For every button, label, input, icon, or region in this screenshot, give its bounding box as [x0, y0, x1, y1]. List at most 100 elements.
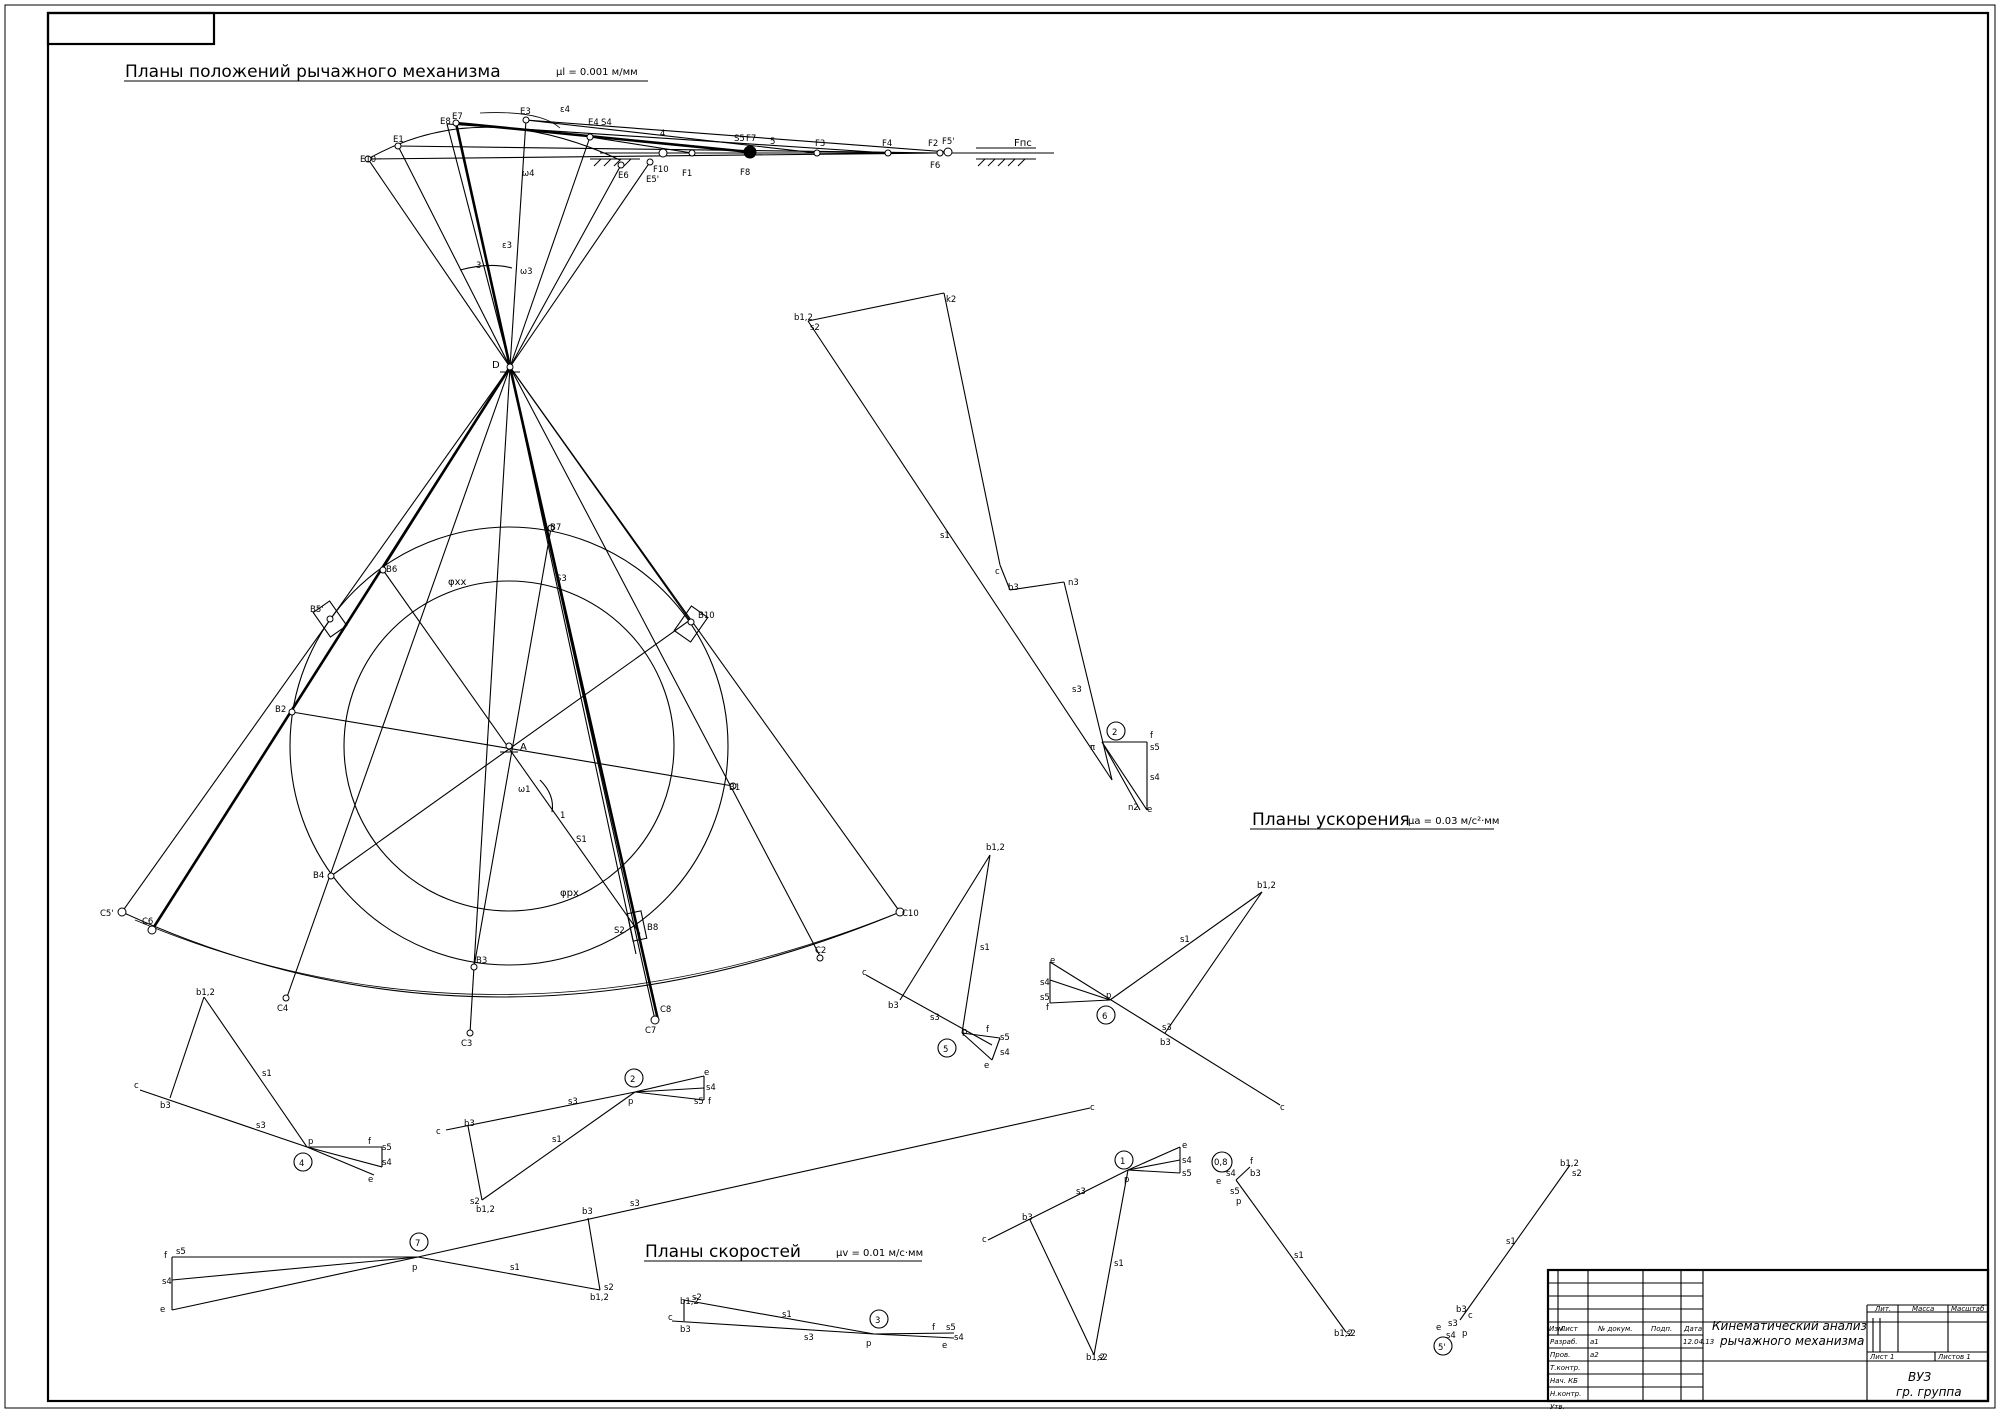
velocities-title-text: Планы скоростей [645, 1242, 801, 1262]
v4-e: e [368, 1175, 373, 1185]
v3-s5: s5 [946, 1323, 956, 1333]
label-F5: F5' [942, 137, 955, 147]
velocities-title: Планы скоростей μv = 0.01 м/с·мм [644, 1242, 923, 1262]
acc5-c: c [862, 968, 867, 978]
acc2-pi: π [1090, 743, 1095, 753]
acc6-b12: b1,2 [1257, 881, 1276, 891]
v1-b12: b1,2 [1086, 1353, 1105, 1363]
acceleration-plan-2: b1,2 s2 k2 s1 c b3 n3 s3 π f s5 s4 n2 e … [794, 292, 1160, 815]
velocities-scale: μv = 0.01 м/с·мм [836, 1248, 923, 1259]
v5p-p: p [1462, 1329, 1467, 1339]
v3-s1: s1 [782, 1310, 792, 1320]
tb-role-5: Утв. [1550, 1403, 1565, 1411]
acc2-s1: s1 [940, 531, 950, 541]
v5p-s2: s2 [1572, 1169, 1582, 1179]
label-F3: F3 [815, 139, 825, 149]
label-B2: B2 [275, 705, 286, 715]
v7-c: c [1090, 1103, 1095, 1113]
acc6-s5: s5 [1040, 993, 1050, 1003]
label-phi-px: φpx [560, 888, 579, 899]
acc2-f: f [1150, 731, 1154, 741]
label-phi-xx: φxx [448, 577, 467, 588]
v08-b: b3 [1250, 1169, 1261, 1179]
v3-e: e [942, 1341, 947, 1351]
v2-p: p [628, 1097, 633, 1107]
label-S2: S2 [614, 926, 625, 936]
v4-s4: s4 [382, 1158, 392, 1168]
label-F7: F7 [746, 134, 756, 144]
tb-main-title-2: рычажного механизма [1719, 1334, 1864, 1348]
v2-c: c [436, 1127, 441, 1137]
tb-lit: Лит. [1874, 1305, 1891, 1313]
label-D: D [492, 360, 500, 371]
acc2-k: k2 [946, 295, 956, 305]
v2-s4: s4 [706, 1083, 716, 1093]
acc6-f: f [1046, 1003, 1050, 1013]
acc5-num: 5 [943, 1045, 948, 1055]
v7-s3: s3 [630, 1199, 640, 1209]
v08-e: e [1216, 1177, 1221, 1187]
label-F8: F8 [740, 168, 750, 178]
v5p-e: e [1436, 1323, 1441, 1333]
label-E4: E4 [588, 118, 599, 128]
label-C10: C10 [902, 909, 919, 919]
acc6-s3: s3 [1162, 1023, 1172, 1033]
v2-num: 2 [630, 1075, 635, 1085]
tb-mass: Масса [1912, 1305, 1934, 1313]
tb-date: Дата [1683, 1325, 1702, 1333]
v2-s1: s1 [552, 1135, 562, 1145]
tb-group: гр. группа [1896, 1385, 1962, 1399]
accelerations-scale: μa = 0.03 м/с²·мм [1408, 816, 1499, 827]
label-C5: C5' [100, 909, 114, 919]
tb-main-title-1: Кинематический анализ [1712, 1319, 1867, 1333]
velocity-plan-5p: b1,2 s2 s1 b3 c s3 e s4 p 5' [1433, 1159, 1582, 1356]
v2-b12: b1,2 [476, 1205, 495, 1215]
acc5-s1: s1 [980, 943, 990, 953]
label-S3: S3 [556, 574, 567, 584]
label-F2: F2 [928, 139, 938, 149]
positions-scale: μl = 0.001 м/мм [556, 67, 638, 78]
v4-c: c [134, 1081, 139, 1091]
v1-num: 1 [1120, 1157, 1125, 1167]
tb-role-0: Разраб. [1550, 1338, 1578, 1346]
v2-e: e [704, 1068, 709, 1078]
acc2-s4: s4 [1150, 773, 1160, 783]
sheet-frame [4, 4, 1996, 1409]
label-F1: F1 [682, 169, 692, 179]
mechanism-plan: D A B6 B7 B2 B1 B4 B3 B5' B10 B8 C5' C6 … [100, 105, 1054, 1049]
v2-s3: s3 [568, 1097, 578, 1107]
v3-b: b3 [680, 1325, 691, 1335]
tb-name-1: а2 [1590, 1351, 1599, 1359]
label-F4: F4 [882, 139, 892, 149]
tb-role-3: Нач. КБ [1550, 1377, 1578, 1385]
v1-c: c [982, 1235, 987, 1245]
v4-num: 4 [299, 1159, 304, 1169]
label-B8: B8 [647, 923, 658, 933]
v1-s3: s3 [1076, 1187, 1086, 1197]
acc6-c: c [1280, 1103, 1285, 1113]
ground-hatch-slide [590, 147, 1036, 167]
positions-title-text: Планы положений рычажного механизма [125, 62, 501, 82]
v4-p: p [308, 1137, 313, 1147]
label-Fpc: Fпс [1014, 138, 1032, 149]
v4-f: f [368, 1137, 372, 1147]
acc6-num: 6 [1102, 1012, 1107, 1022]
v2-s5: s5 [694, 1097, 704, 1107]
title-block: Изм. Лист № докум. Подп. Дата Разраб. Пр… [1546, 1268, 1990, 1411]
label-C2: C2 [815, 946, 826, 956]
v7-s2: s2 [604, 1283, 614, 1293]
v7-f: f [164, 1251, 168, 1261]
label-E10: E10 [360, 155, 376, 165]
v5p-c: c [1468, 1311, 1473, 1321]
label-eps3: ε3 [502, 241, 512, 251]
label-E3: E3 [520, 107, 531, 117]
v1-b: b3 [1022, 1213, 1033, 1223]
velocity-plan-3: c b1,2 s2 b3 s1 s3 p f s5 s4 e 3 [668, 1293, 964, 1351]
acc5-b12: b1,2 [986, 843, 1005, 853]
v4-b12: b1,2 [196, 988, 215, 998]
v4-s5: s5 [382, 1143, 392, 1153]
acc6-p: p [1106, 991, 1111, 1001]
label-F6: F6 [930, 161, 940, 171]
v08-b12: b1,2 [1334, 1329, 1353, 1339]
